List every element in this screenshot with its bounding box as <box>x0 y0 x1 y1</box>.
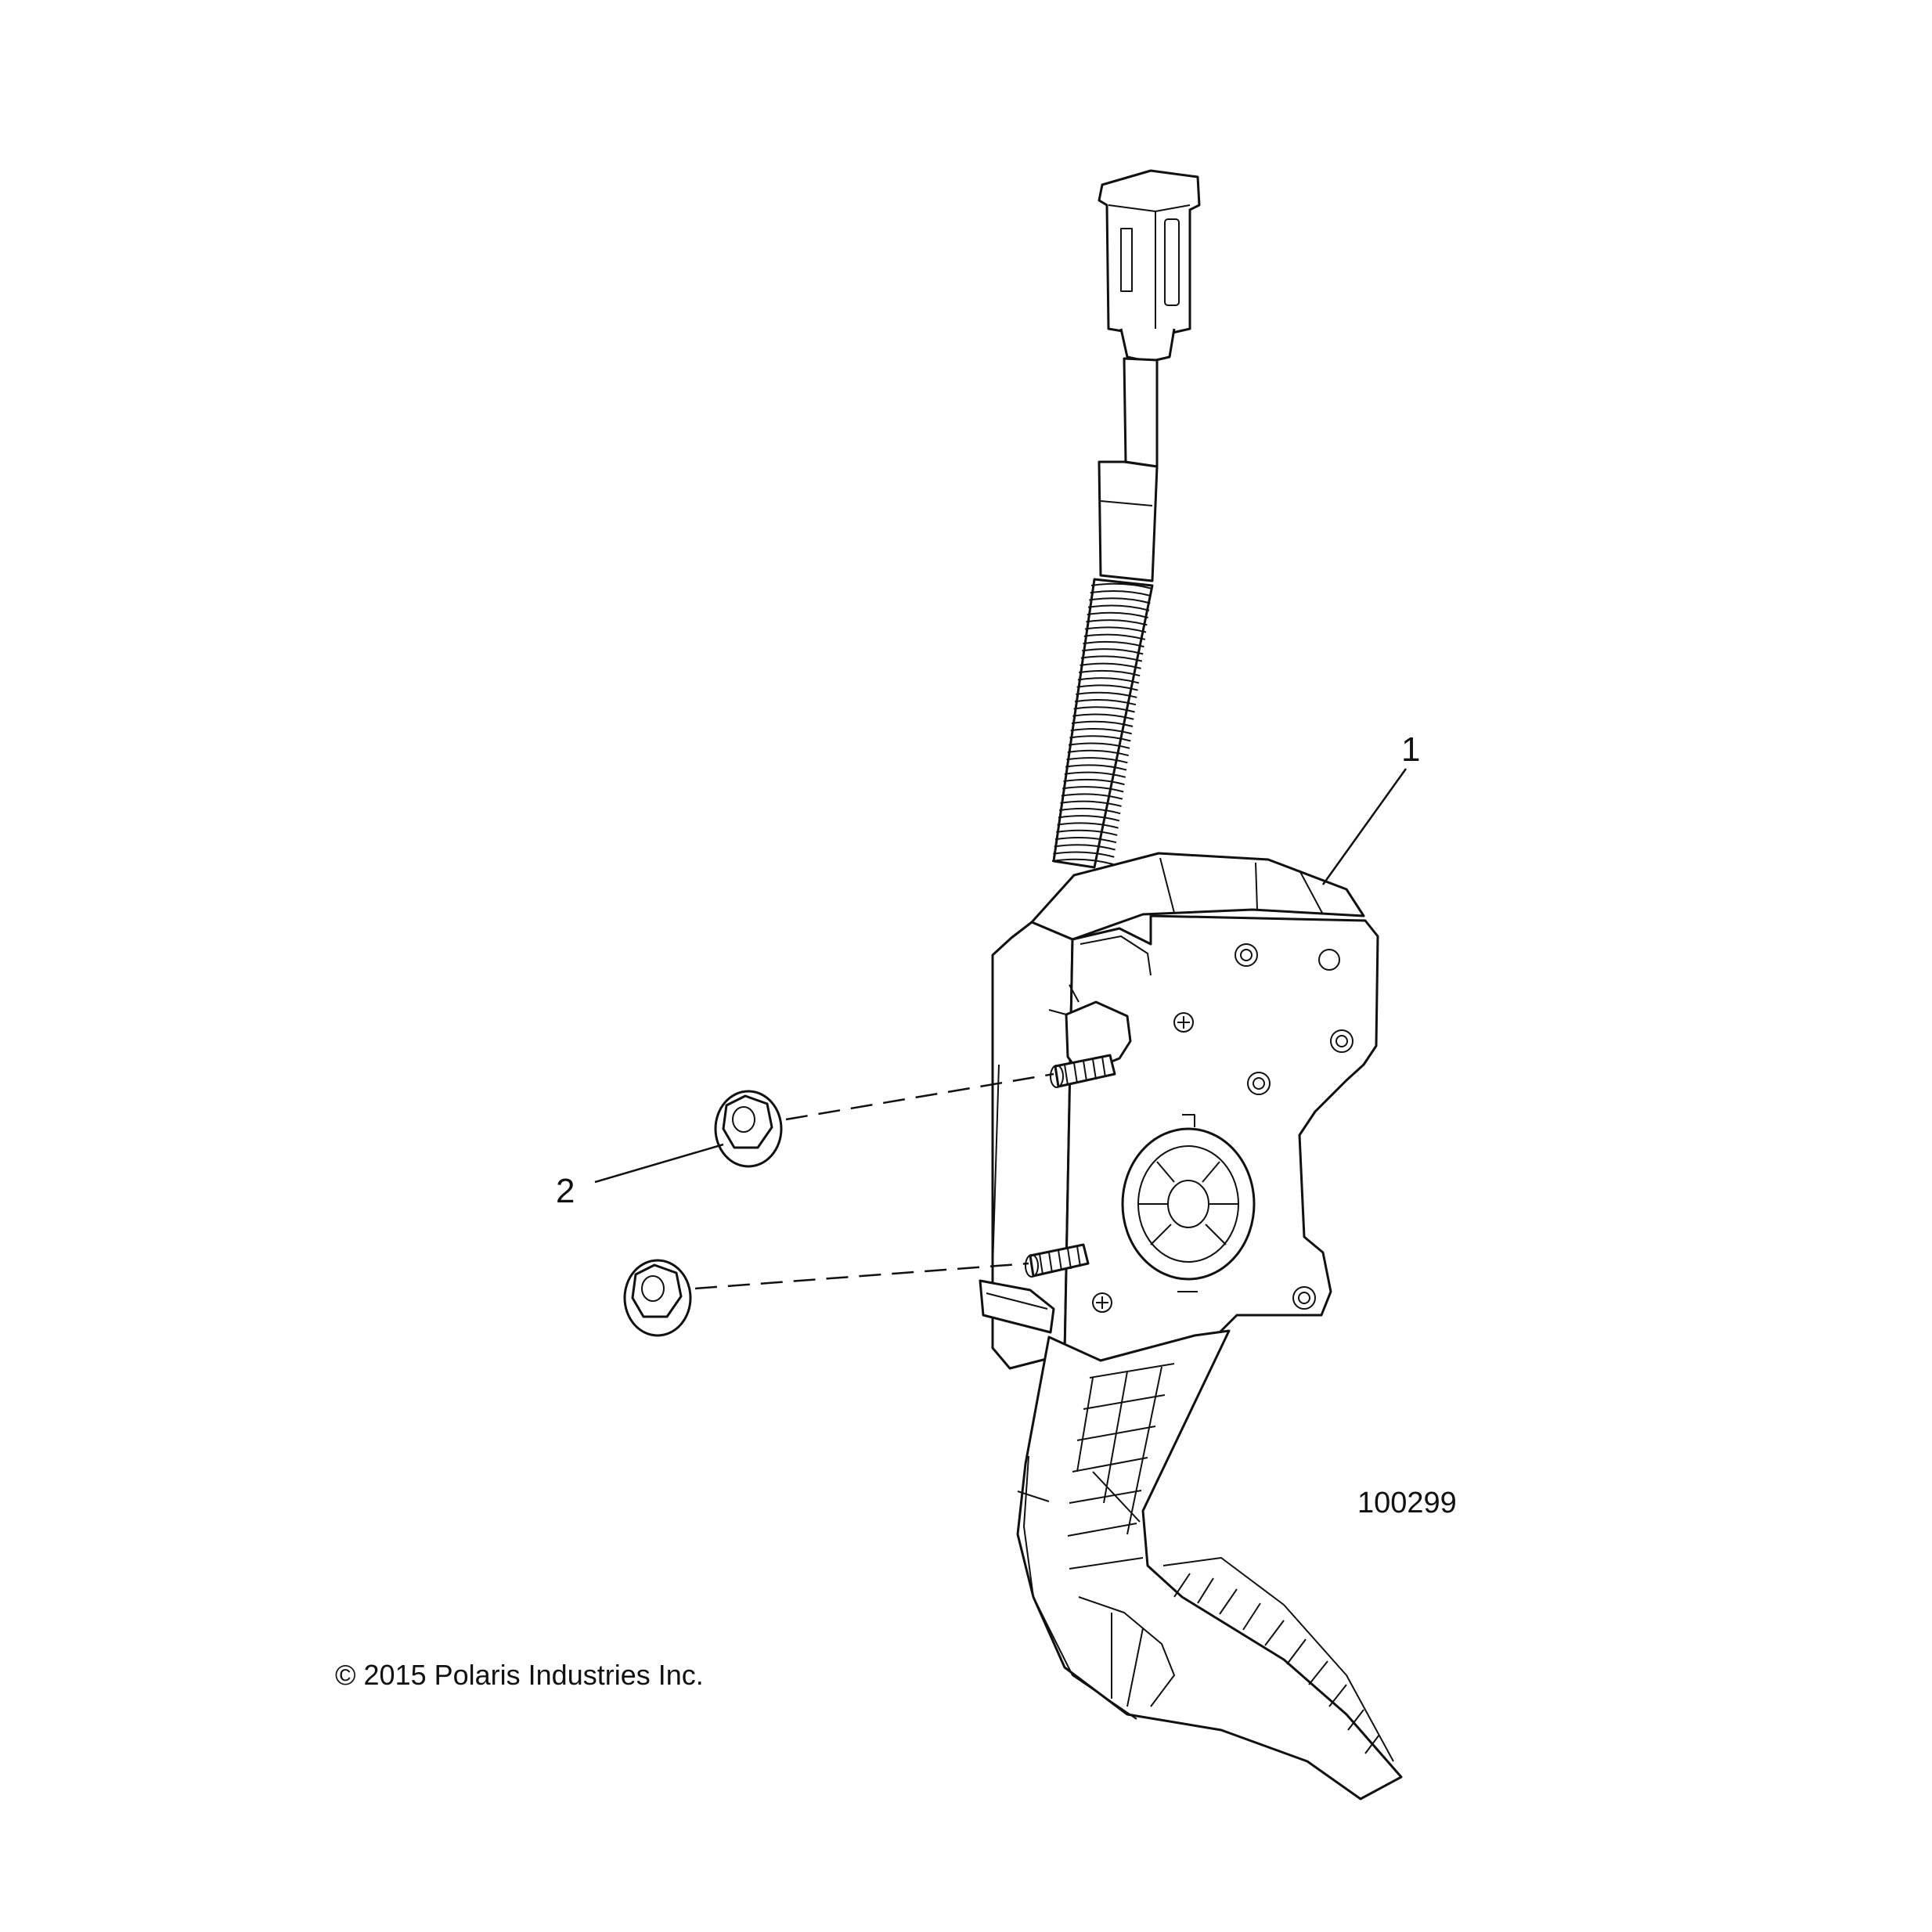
cable-rib <box>1074 698 1137 706</box>
cable-rib <box>1080 655 1143 662</box>
cable-rib <box>1076 684 1138 691</box>
cable-rib <box>1059 807 1121 815</box>
cable-rib <box>1054 836 1117 844</box>
cable-rib <box>1051 858 1114 865</box>
cable-rib <box>1061 793 1123 800</box>
cable-rib <box>1069 735 1131 742</box>
cable-rib <box>1083 640 1144 648</box>
cable-rib <box>1071 720 1134 727</box>
cable-rib <box>1073 706 1135 713</box>
cable-rib <box>1084 626 1147 633</box>
copyright-notice: © 2015 Polaris Industries Inc. <box>335 1659 704 1691</box>
figure-id: 100299 <box>1357 1487 1457 1519</box>
cable-rib <box>1068 742 1130 749</box>
cable-rib <box>1087 611 1148 619</box>
cable-rib <box>1079 669 1141 677</box>
harness-connector <box>1098 169 1201 363</box>
corrugated-cable <box>1051 582 1153 865</box>
cable-rib <box>1056 829 1118 836</box>
cable-rib <box>1065 764 1127 771</box>
cable-rib <box>1057 822 1119 829</box>
cable-rib <box>1064 771 1126 778</box>
cable-rib <box>1086 619 1148 626</box>
callout-2-leader <box>594 1143 724 1184</box>
cable-rib <box>1058 815 1120 822</box>
flange-nut-upper <box>714 1090 783 1168</box>
cable-rib <box>1062 786 1124 793</box>
mounting-stud-upper <box>1050 1054 1116 1088</box>
cable-rib <box>1070 728 1132 735</box>
callout-2-label: 2 <box>556 1172 575 1210</box>
cable-rib <box>1083 633 1146 640</box>
cable-rib <box>1080 662 1141 669</box>
cable-rib <box>1060 800 1122 807</box>
cable-rib <box>1076 691 1137 698</box>
pedal-sensor-housing <box>979 852 1379 1373</box>
cable-rib <box>1063 778 1125 786</box>
flange-nut-lower <box>623 1259 692 1337</box>
cable-rib <box>1054 844 1116 851</box>
assembly-lines <box>694 1072 1054 1290</box>
cable-rib <box>1066 757 1128 764</box>
callout-1-leader <box>1321 768 1408 885</box>
cable-rib <box>1089 597 1151 604</box>
position-sensor-disk <box>1121 1114 1256 1292</box>
callout-1-label: 1 <box>1401 730 1420 769</box>
cable-rib <box>1072 713 1134 720</box>
cable-rib <box>1077 677 1140 684</box>
cable-rib <box>1090 582 1153 589</box>
cable-rib <box>1053 851 1115 858</box>
cable-rib <box>1082 648 1144 655</box>
cable-rib <box>1087 604 1150 611</box>
mounting-stud-lower <box>1025 1243 1090 1278</box>
cable-rib <box>1090 590 1152 597</box>
accelerator-pedal-arm <box>1016 1329 1403 1800</box>
cable-rib <box>1067 749 1129 757</box>
